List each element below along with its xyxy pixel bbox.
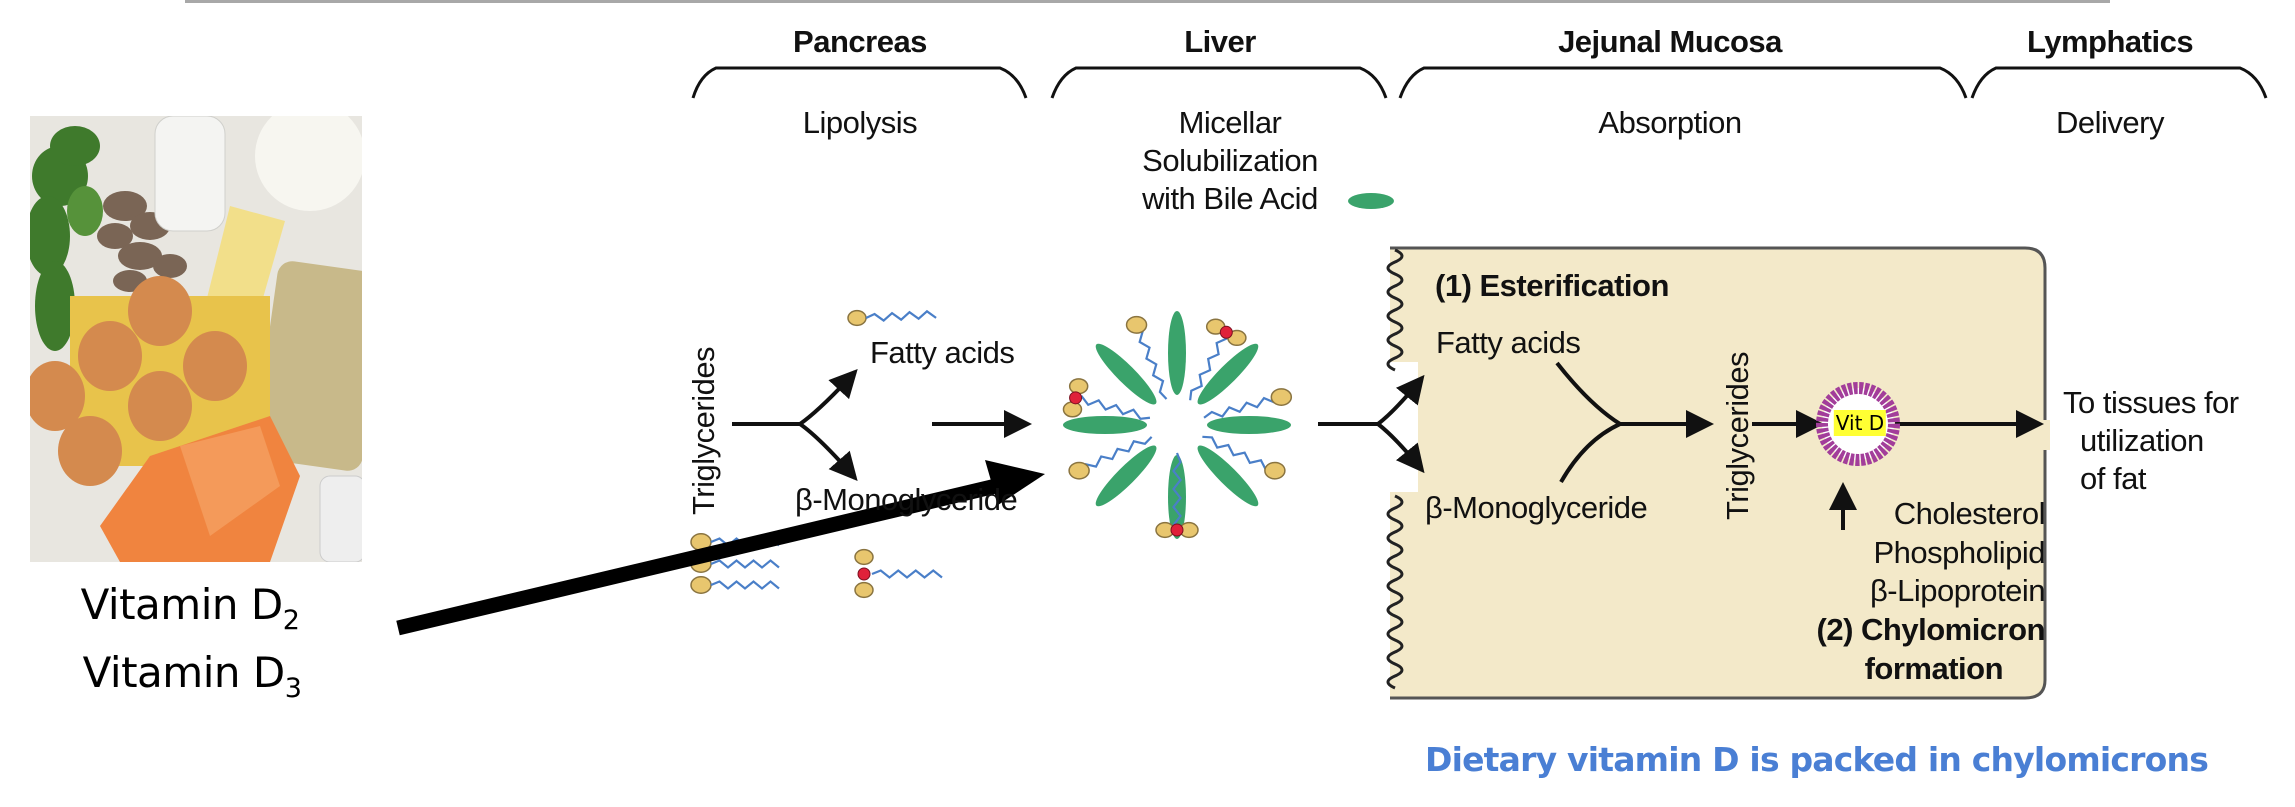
region-title-liver: Liver [1184, 24, 1256, 59]
eggs [30, 276, 247, 486]
triglycerides-label: Triglycerides [686, 346, 721, 515]
chylomicron-formation-step-label-2: formation [1864, 651, 2004, 686]
lipid-tail [871, 569, 943, 579]
lipid-tail [1202, 435, 1268, 471]
lipid-head [847, 309, 867, 327]
lipid-head [1068, 461, 1090, 480]
region-process-lipolysis: Lipolysis [802, 105, 918, 140]
lipid-head [690, 576, 712, 594]
lipid-head [854, 548, 874, 566]
monoglyceride-molecule [854, 548, 943, 599]
vitamin-d3-label: Vitamin D3 [82, 648, 302, 704]
bile-acid-micelle [1062, 311, 1293, 539]
addition-beta-lipoprotein: β-Lipoprotein [1869, 573, 2046, 608]
lipid-head [1125, 315, 1148, 334]
bile-acid-legend-icon [1348, 193, 1394, 209]
lipid-tail [1189, 337, 1228, 401]
bile-acid [1063, 416, 1147, 434]
lipid-head [1062, 401, 1083, 418]
region-title-jejunal-mucosa: Jejunal Mucosa [1558, 24, 1782, 59]
esterification-curve-bottom [1559, 422, 1621, 483]
bracket-jejunal-mucosa [1398, 66, 1968, 99]
mucosa-monoglyceride-label: β-Monoglyceride [1425, 490, 1648, 525]
bracket-pancreas [691, 66, 1028, 99]
mushrooms [97, 191, 187, 292]
lipid-tail [865, 309, 937, 322]
region-title-lymphatics: Lymphatics [2026, 24, 2194, 59]
bile-acid [1168, 455, 1186, 539]
fatty-acids-label: Fatty acids [870, 335, 1015, 370]
region-process-micellar-solubilization: Micellar Solubilization with Bile Acid [1142, 105, 1318, 216]
mucosa-triglycerides-label: Triglycerides [1720, 351, 1755, 520]
bracket-liver [1050, 66, 1388, 99]
glycerol [857, 567, 871, 581]
top-divider [185, 0, 2110, 3]
bile-acid [1207, 416, 1291, 434]
lipid-head [854, 581, 874, 599]
region-title-pancreas: Pancreas [793, 24, 927, 59]
lipid-tail [1080, 395, 1151, 420]
fatty-acid-molecule [847, 309, 937, 327]
bile-acid [1197, 445, 1259, 507]
chylomicron-formation-step-label-1: (2) Chylomicron [1816, 612, 2046, 647]
bile-acid [1095, 343, 1157, 405]
glycerol [1170, 523, 1184, 537]
lipolysis-arrow-up [798, 369, 858, 426]
vit-d-highlight-label: Vit D [1833, 410, 1887, 436]
vitamin-d-entry-arrow [396, 460, 1045, 636]
bile-acid [1168, 311, 1186, 395]
microvilli-bottom [1386, 494, 1404, 690]
region-process-absorption: Absorption [1598, 105, 1742, 140]
lipid-tail [1172, 452, 1182, 526]
esterification-curve-top [1555, 361, 1622, 426]
addition-phospholipid: Phospholipid [1873, 535, 2045, 570]
lipid-tail [1138, 330, 1168, 400]
lipid-tail [710, 559, 780, 569]
bile-acid [1095, 445, 1157, 507]
lipid-head [1068, 378, 1089, 395]
delivery-label-line1: To tissues for [2063, 385, 2239, 420]
glycerol [1069, 391, 1083, 405]
lipid-head [1264, 461, 1286, 480]
parsley [30, 126, 103, 351]
caption: Dietary vitamin D is packed in chylomicr… [1425, 740, 2209, 779]
region-process-delivery: Delivery [2056, 105, 2164, 140]
vitamin-d2-label: Vitamin D2 [80, 580, 300, 636]
monoglyceride-label: β-Monoglyceride [795, 482, 1018, 517]
delivery-label-line2: utilization [2080, 423, 2204, 458]
glycerol [1219, 325, 1233, 339]
vitamin-d-food-photo [30, 116, 362, 562]
absorption-arrow-up [1376, 374, 1425, 426]
microvilli-top [1386, 248, 1404, 372]
addition-cholesterol: Cholesterol [1893, 496, 2046, 531]
mucosa-fatty-acids-label: Fatty acids [1436, 325, 1581, 360]
delivery-label-line3: of fat [2080, 461, 2146, 496]
lipid-head [1270, 388, 1293, 406]
lipolysis-arrow-down [798, 422, 858, 482]
absorption-arrow-down [1376, 422, 1425, 474]
lipid-tail [710, 580, 780, 590]
bracket-lymphatics [1970, 66, 2268, 99]
lipid-tail [1203, 396, 1275, 419]
bile-acid [1197, 343, 1259, 405]
esterification-step-label: (1) Esterification [1435, 268, 1669, 303]
lipid-tail [1084, 436, 1153, 468]
